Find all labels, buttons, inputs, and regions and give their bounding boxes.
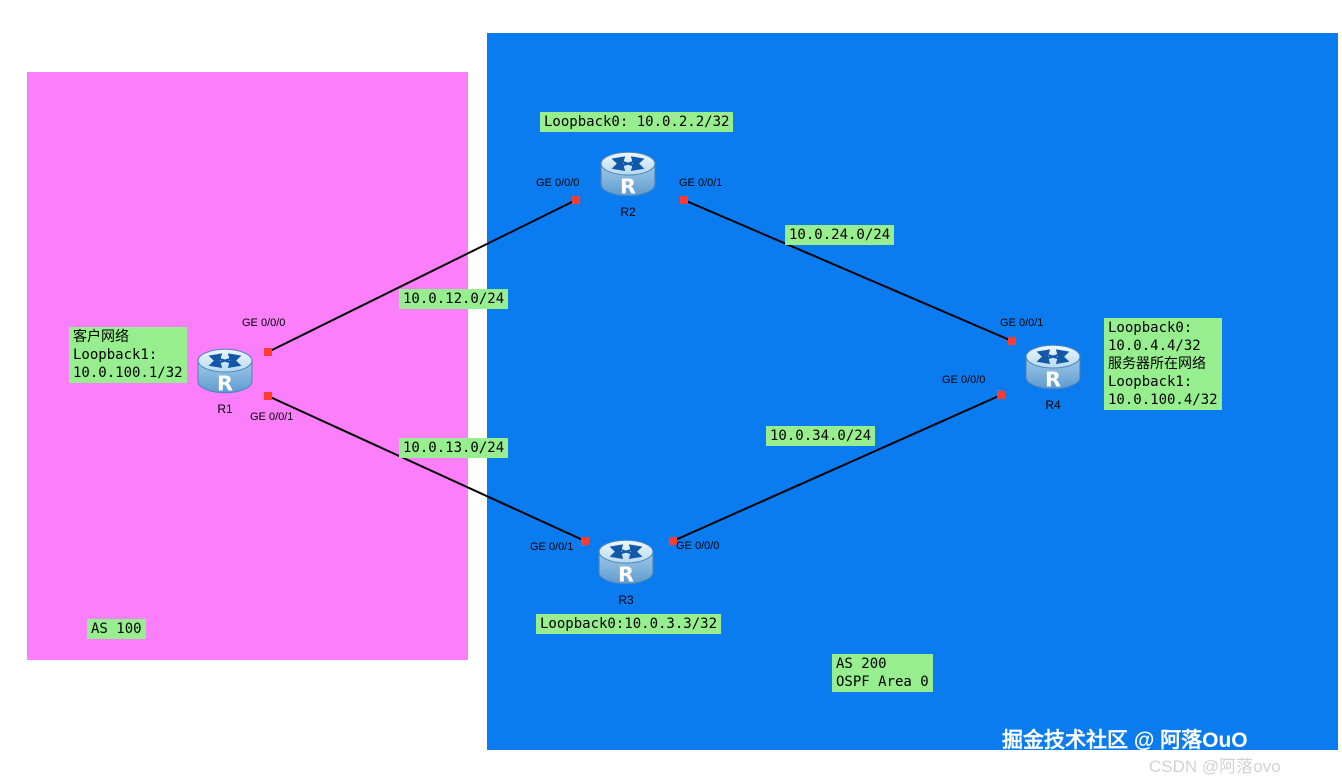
note-r2-loopback: Loopback0: 10.0.2.2/32: [540, 112, 734, 132]
router-name: R2: [620, 205, 636, 219]
router-icon: [597, 538, 655, 586]
router-icon: [196, 347, 254, 395]
iface-label-r1-ge001: GE 0/0/1: [250, 411, 294, 423]
note-line: OSPF Area 0: [836, 674, 929, 690]
note-client-network: 客户网络 Loopback1: 10.0.100.1/32: [69, 327, 187, 383]
note-line: Loopback1:: [73, 347, 158, 363]
note-line: Loopback0:: [1108, 320, 1193, 336]
router-icon: [599, 150, 657, 198]
iface-label-r2-ge001: GE 0/0/1: [679, 177, 723, 189]
watermark-csdn: CSDN @阿落ovo: [1149, 757, 1281, 776]
router-r4[interactable]: R4: [1024, 343, 1082, 412]
router-r1[interactable]: R1: [196, 347, 254, 416]
watermark-juejin: 掘金技术社区 @ 阿落OuO: [1002, 729, 1248, 752]
iface-label-r2-ge000: GE 0/0/0: [536, 177, 580, 189]
note-line: Loopback1:: [1108, 374, 1193, 390]
note-network-24: 10.0.24.0/24: [785, 225, 895, 245]
router-icon: [1024, 343, 1082, 391]
router-r2[interactable]: R2: [599, 150, 657, 219]
note-network-34: 10.0.34.0/24: [766, 426, 876, 446]
router-name: R4: [1045, 398, 1061, 412]
note-r4-info: Loopback0: 10.0.4.4/32 服务器所在网络 Loopback1…: [1104, 318, 1222, 410]
note-as200: AS 200 OSPF Area 0: [832, 654, 933, 692]
note-network-13: 10.0.13.0/24: [399, 438, 509, 458]
router-name: R1: [217, 402, 233, 416]
note-line: 10.0.100.1/32: [73, 365, 183, 381]
note-r3-loopback: Loopback0:10.0.3.3/32: [536, 614, 722, 634]
note-line: 服务器所在网络: [1108, 356, 1206, 372]
note-network-12: 10.0.12.0/24: [399, 289, 509, 309]
note-line: 10.0.4.4/32: [1108, 338, 1201, 354]
iface-label-r4-ge001: GE 0/0/1: [1000, 317, 1044, 329]
iface-label-r3-ge000: GE 0/0/0: [676, 540, 720, 552]
note-line: 10.0.100.4/32: [1108, 392, 1218, 408]
router-name: R3: [618, 593, 634, 607]
iface-label-r3-ge001: GE 0/0/1: [530, 541, 574, 553]
iface-label-r1-ge000: GE 0/0/0: [242, 317, 286, 329]
iface-label-r4-ge000: GE 0/0/0: [942, 374, 986, 386]
note-line: 客户网络: [73, 329, 129, 345]
router-r3[interactable]: R3: [597, 538, 655, 607]
note-as100: AS 100: [87, 619, 146, 639]
note-line: AS 200: [836, 656, 887, 672]
